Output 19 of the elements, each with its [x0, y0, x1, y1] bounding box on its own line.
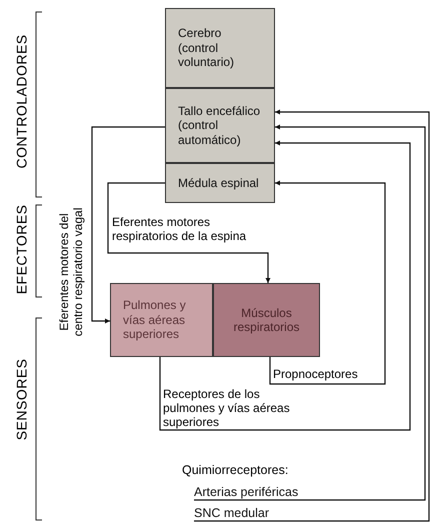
- connector-arrow: [159, 140, 411, 431]
- brain-region-box: Médula espinal: [165, 163, 275, 203]
- edge-label: Eferentes motores respiratorios de la espina: [112, 216, 248, 244]
- connector-arrow: [107, 182, 270, 283]
- group-heading: EFECTORES: [14, 204, 30, 294]
- brain-region-box: Cerebro (control voluntario): [165, 8, 275, 88]
- organ-box: Pulmones y vías aéreas superiores: [110, 283, 213, 357]
- sensor-text: Arterias periféricas: [194, 485, 324, 500]
- sensor-text: SNC medular: [194, 506, 284, 521]
- sensor-heading: Quimiorreceptores:: [182, 463, 288, 478]
- edge-label: Propnoceptores: [273, 368, 358, 382]
- organ-box: Músculos respiratorios: [213, 283, 320, 357]
- edge-label: Eferentes motores del centro respiratorio vagal: [57, 206, 86, 338]
- connector-arrow: [269, 180, 386, 385]
- group-heading: CONTROLADORES: [14, 33, 30, 170]
- edge-label: Receptores de los pulmones y vías aéreas superiores: [163, 388, 291, 430]
- connector-arrow: [91, 126, 165, 324]
- group-heading: SENSORES: [14, 358, 30, 442]
- brain-region-box: Tallo encefálico (control automático): [165, 88, 275, 163]
